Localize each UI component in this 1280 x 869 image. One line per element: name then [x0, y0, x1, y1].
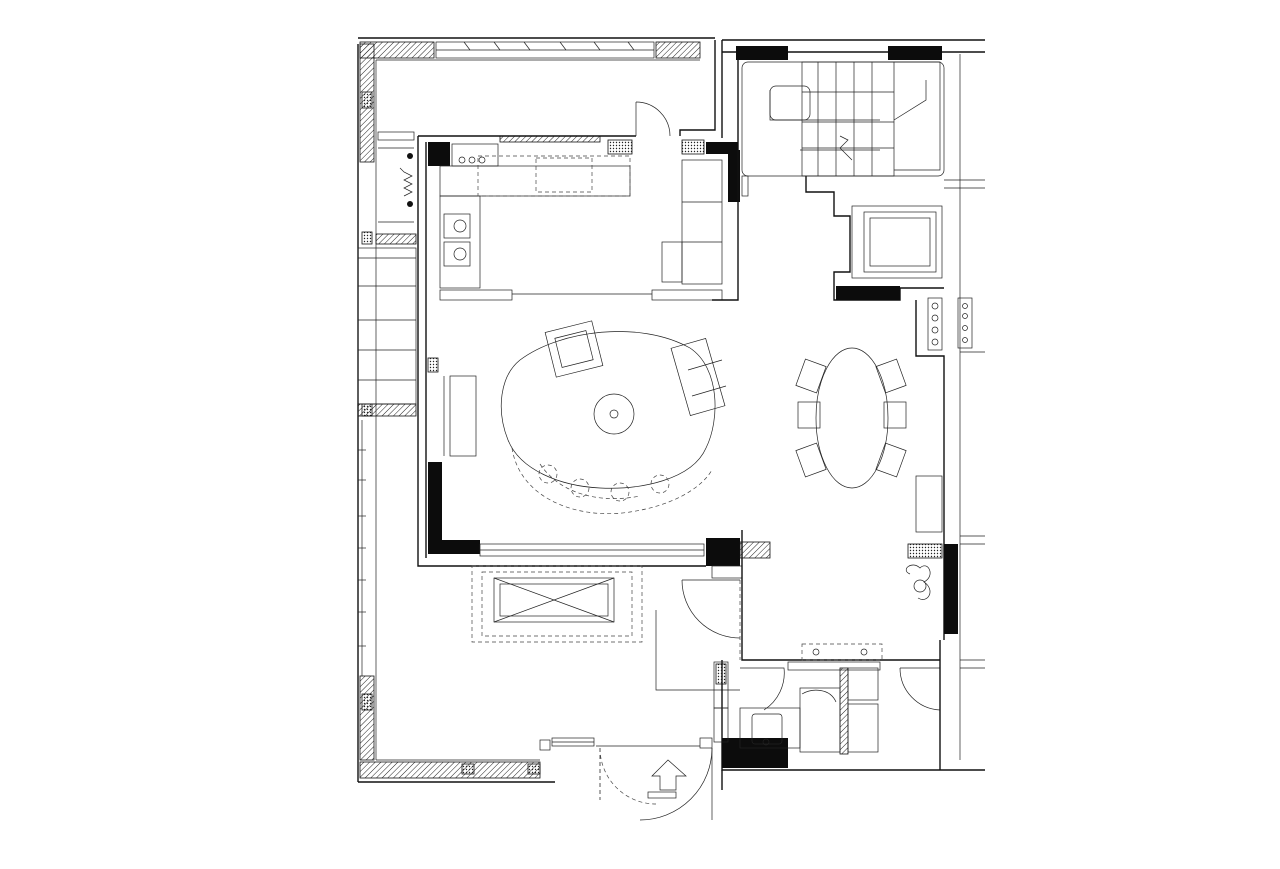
right-exterior-columns	[944, 54, 985, 760]
armchair-left	[544, 320, 604, 378]
kitchen-bench	[661, 159, 749, 285]
appliance-panel	[915, 297, 945, 640]
terrace-railing	[358, 420, 366, 676]
right-lower-walls	[939, 640, 985, 771]
kitchen-door	[635, 101, 671, 137]
living-sofa	[511, 447, 713, 515]
living-rug	[500, 331, 716, 489]
terrace-planter	[471, 565, 643, 643]
stair-core-walls	[722, 39, 985, 301]
main-stair	[741, 61, 945, 177]
bathroom	[713, 643, 941, 771]
armchair-right	[670, 337, 727, 417]
tv-cabinet	[443, 375, 477, 457]
heater-symbol	[377, 131, 415, 223]
terrace-top-window	[435, 41, 655, 59]
kitchen-counter	[439, 143, 631, 289]
elevator	[851, 205, 943, 279]
terrace-stair	[357, 233, 417, 417]
entry-door	[655, 579, 741, 691]
right-wall	[905, 475, 958, 634]
interior-walls	[417, 135, 740, 567]
bottom-entrance	[539, 737, 723, 821]
dining-chairs	[795, 358, 907, 478]
dining-table	[815, 347, 889, 489]
living-window-wall	[479, 530, 940, 661]
